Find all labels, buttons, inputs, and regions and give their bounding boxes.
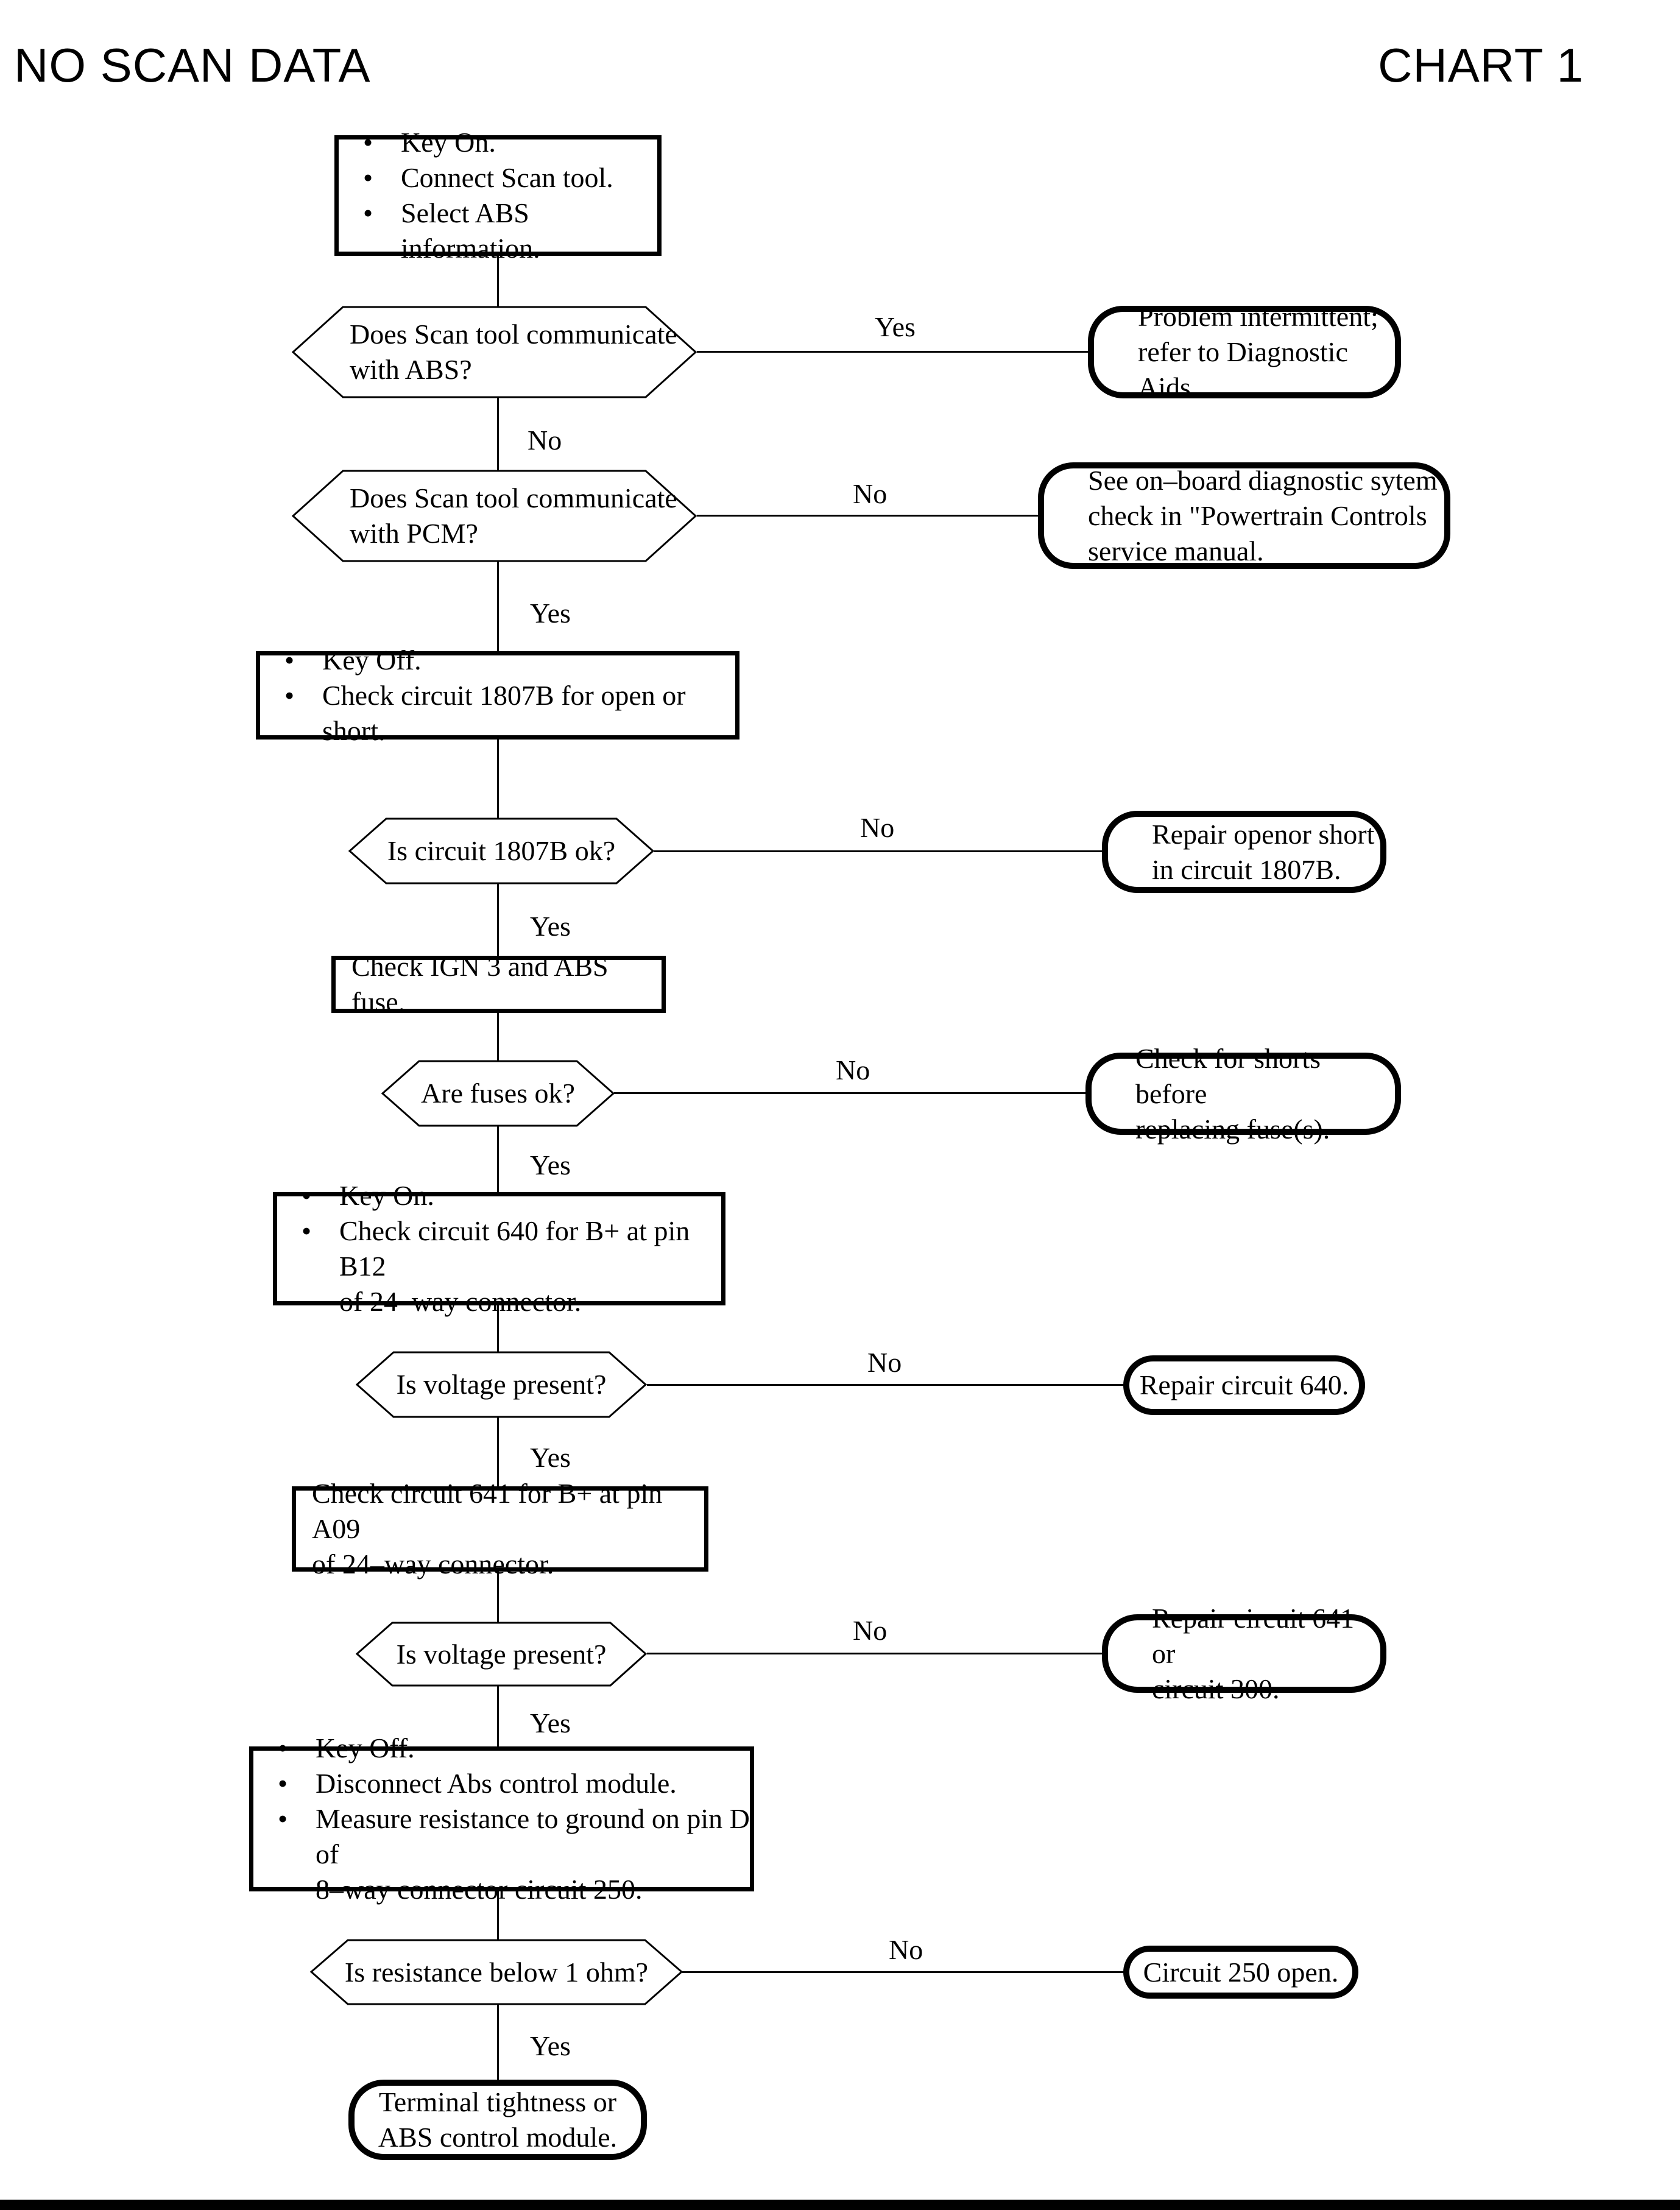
bullet-icon: [355, 160, 401, 196]
branch-qabs-yes: [697, 351, 1089, 353]
branch-qpcm-no: [697, 515, 1039, 517]
result-problem-intermittent: Problem intermittent; refer to Diagnosti…: [1088, 301, 1401, 403]
bullet-icon: [293, 1178, 339, 1213]
result-check-shorts: Check for shorts before replacing fuse(s…: [1085, 1043, 1401, 1145]
connector-qabs-to-qpcm: [497, 397, 499, 471]
decision-scan-pcm: Does Scan tool communicate with PCM?: [292, 470, 697, 562]
bullet-icon: [355, 196, 401, 231]
decision-scan-abs: Does Scan tool communicate with ABS?: [292, 306, 697, 398]
result-repair-640: Repair circuit 640.: [1123, 1355, 1365, 1415]
edge-label-yes: Yes: [530, 1707, 571, 1739]
decision-voltage-641: Is voltage present?: [356, 1622, 647, 1687]
connector-step250-to-qresistance: [497, 1890, 499, 1941]
hexagon-outline: [356, 1622, 647, 1687]
process-check-641: Check circuit 641 for B+ at pin A09 of 2…: [292, 1478, 708, 1580]
chart-label: CHART 1: [1378, 38, 1584, 92]
connector-qfuses-to-step640: [497, 1125, 499, 1194]
edge-label-no: No: [860, 812, 895, 843]
edge-label-yes: Yes: [530, 598, 571, 629]
edge-label-no: No: [867, 1347, 902, 1378]
connector-qpcm-to-step1807b: [497, 560, 499, 653]
bullet-icon: [276, 678, 322, 713]
edge-label-no: No: [528, 425, 562, 456]
process-check-1807b: Key Off. Check circuit 1807B for open or…: [256, 644, 739, 746]
decision-voltage-640: Is voltage present?: [356, 1351, 647, 1418]
connector-qresistance-to-terminal: [497, 2003, 499, 2081]
result-terminal-tightness: Terminal tightness or ABS control module…: [348, 2080, 647, 2160]
result-repair-1807b: Repair openor short in circuit 1807B.: [1102, 811, 1386, 893]
branch-q1807b-no: [654, 850, 1103, 852]
connector-step640-to-qvoltage640: [497, 1304, 499, 1353]
decision-resistance: Is resistance below 1 ohm?: [310, 1939, 683, 2005]
edge-label-no: No: [836, 1054, 870, 1086]
bullet-icon: [355, 125, 401, 160]
edge-label-yes: Yes: [530, 1442, 571, 1473]
process-check-640: Key On. Check circuit 640 for B+ at pin …: [273, 1180, 725, 1317]
edge-label-yes: Yes: [875, 311, 916, 342]
result-circuit-250-open: Circuit 250 open.: [1123, 1946, 1358, 1999]
connector-q1807b-to-stepfuse: [497, 883, 499, 958]
edge-label-yes: Yes: [530, 911, 571, 942]
footer-rule: [0, 2200, 1680, 2210]
connector-start-to-qabs: [497, 255, 499, 308]
bullet-icon: [276, 643, 322, 678]
hexagon-outline: [356, 1351, 647, 1418]
branch-qvoltage640-no: [647, 1384, 1124, 1386]
branch-qresistance-no: [682, 1971, 1124, 1973]
page-title: NO SCAN DATA: [14, 38, 371, 92]
decision-1807b-ok: Is circuit 1807B ok?: [348, 817, 654, 884]
bullet-icon: [269, 1801, 316, 1837]
decision-fuses-ok: Are fuses ok?: [381, 1060, 615, 1127]
hexagon-outline: [310, 1939, 683, 2005]
bullet-icon: [269, 1766, 316, 1801]
process-start: Key On. Connect Scan tool. Select ABS in…: [334, 127, 662, 264]
connector-step1807b-to-q1807b: [497, 738, 499, 819]
edge-label-no: No: [853, 478, 888, 509]
edge-label-yes: Yes: [530, 2030, 571, 2061]
edge-label-no: No: [853, 1615, 888, 1646]
edge-label-yes: Yes: [530, 1149, 571, 1181]
hexagon-outline: [348, 817, 654, 884]
bullet-icon: [269, 1731, 316, 1766]
edge-label-no: No: [889, 1934, 923, 1965]
branch-qvoltage641-no: [647, 1653, 1103, 1654]
connector-stepfuse-to-qfuses: [497, 1012, 499, 1062]
bullet-icon: [293, 1213, 339, 1249]
hexagon-outline: [292, 306, 697, 398]
branch-qfuses-no: [614, 1092, 1087, 1094]
connector-step641-to-qvoltage641: [497, 1570, 499, 1623]
result-obd-check: See on–board diagnostic sytem check in "…: [1038, 462, 1450, 569]
hexagon-outline: [381, 1060, 615, 1127]
connector-qvoltage640-to-step641: [497, 1417, 499, 1488]
hexagon-outline: [292, 470, 697, 562]
process-check-fuse: Check IGN 3 and ABS fuse.: [331, 951, 666, 1017]
process-measure-250: Key Off. Disconnect Abs control module. …: [249, 1732, 754, 1905]
connector-qvoltage641-to-step250: [497, 1685, 499, 1748]
result-repair-641: Repair circuit 641 or circuit 300.: [1102, 1603, 1386, 1704]
